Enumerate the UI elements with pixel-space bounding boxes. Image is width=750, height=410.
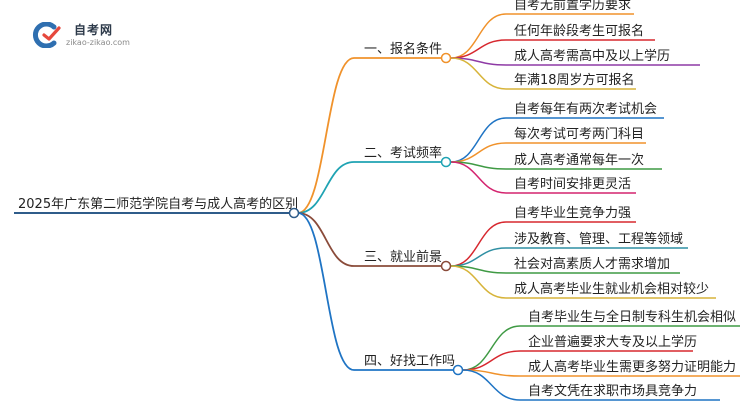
branch-topic[interactable]: 三、就业前景 [364,249,442,265]
branch-connector [297,57,355,214]
leaf-connector [462,325,521,371]
leaf-connector [450,39,507,59]
branch-connector [297,212,355,267]
leaf-connector [462,350,521,371]
leaf-connector [450,247,507,267]
leaf-connector [450,161,507,194]
leaf-topic[interactable]: 社会对高素质人才需求增加 [514,256,670,272]
leaf-topic[interactable]: 企业普遍要求大专及以上学历 [528,334,697,350]
leaf-topic[interactable]: 成人高考毕业生需更多努力证明能力 [528,359,736,375]
leaf-connector [450,57,507,90]
root-topic[interactable]: 2025年广东第二师范学院自考与成人高考的区别 [18,196,298,212]
nodes: 2025年广东第二师范学院自考与成人高考的区别 一、报名条件 自考无前置学历要求任何… [14,0,740,401]
logo-title: 自考网 [74,23,114,37]
leaf-topic[interactable]: 每次考试可考两门科目 [514,126,644,142]
leaf-topic[interactable]: 自考毕业生竞争力强 [514,205,631,221]
leaf-connector [462,369,521,401]
branch-collapse-toggle[interactable] [440,52,452,64]
leaf-topic[interactable]: 自考每年有两次考试机会 [514,101,657,117]
branch-topic[interactable]: 二、考试频率 [364,145,442,161]
leaf-topic[interactable]: 自考时间安排更灵活 [514,177,631,192]
site-logo[interactable]: 自考网 zikao-zikao.com [32,18,152,52]
leaf-topic[interactable]: 成人高考通常每年一次 [514,152,644,168]
leaf-topic[interactable]: 年满18周岁方可报名 [514,72,635,88]
leaf-topic[interactable]: 任何年龄段考生可报名 [514,23,644,39]
branch-collapse-toggle[interactable] [452,364,464,376]
leaf-topic[interactable]: 成人高考需高中及以上学历 [514,48,670,64]
leaf-topic[interactable]: 自考文凭在求职市场具竞争力 [528,383,697,399]
logo-url: zikao-zikao.com [66,38,130,47]
leaf-connector [450,221,507,267]
leaf-connector [450,265,507,299]
leaf-connector [450,13,507,59]
leaf-connector [450,117,507,163]
leaf-topic[interactable]: 涉及教育、管理、工程等领域 [514,231,683,247]
root-collapse-toggle[interactable] [288,207,300,219]
branch-topic[interactable]: 四、好找工作吗 [364,354,455,369]
logo-c-icon [33,22,61,48]
leaf-topic[interactable]: 成人高考毕业生就业机会相对较少 [514,281,709,297]
branch-collapse-toggle[interactable] [440,260,452,272]
branch-connector [297,161,355,214]
branch-collapse-toggle[interactable] [440,156,452,168]
branch-topic[interactable]: 一、报名条件 [364,41,442,57]
leaf-connector [450,142,507,163]
connectors [297,13,521,401]
branch-connector [297,212,355,371]
leaf-topic[interactable]: 自考无前置学历要求 [514,0,631,13]
leaf-topic[interactable]: 自考毕业生与全日制专科生机会相似 [528,309,736,325]
